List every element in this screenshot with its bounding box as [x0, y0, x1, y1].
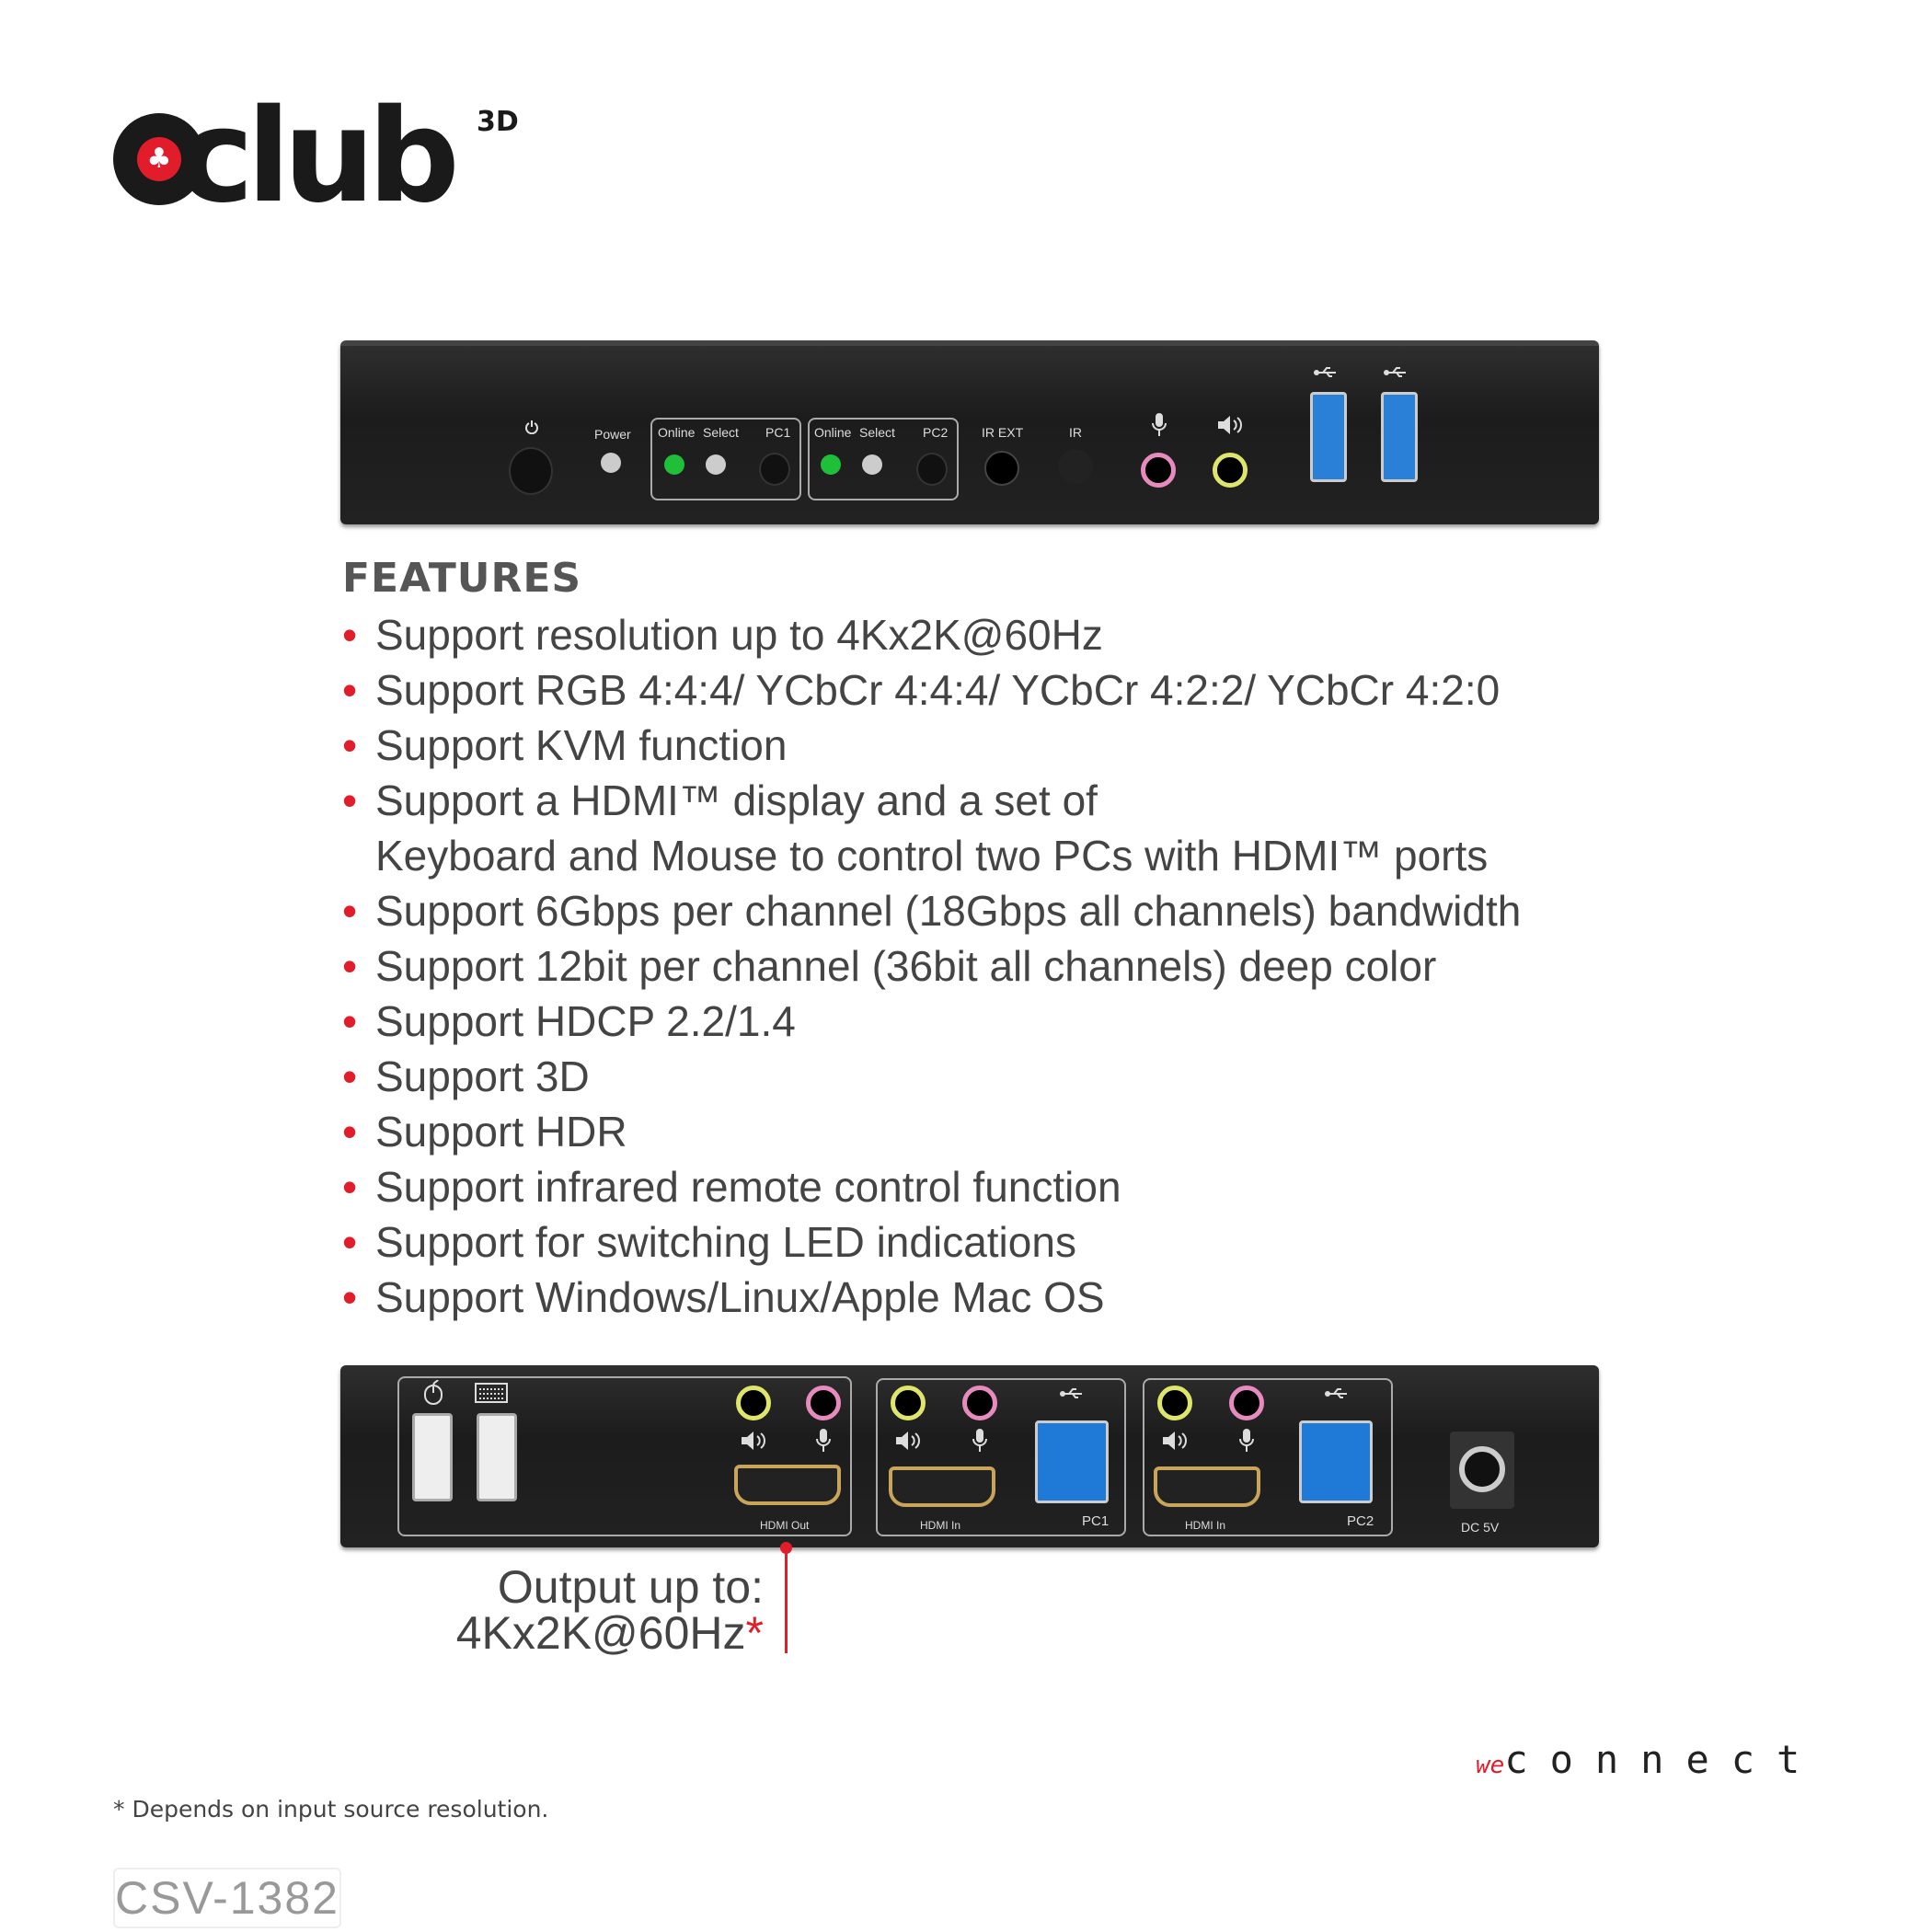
- microphone-icon: [1152, 413, 1167, 436]
- online-led: [664, 454, 684, 475]
- usb-icon: [1384, 367, 1406, 377]
- ir-sensor: [1058, 449, 1093, 484]
- pc2-group: [1143, 1378, 1393, 1536]
- usb-keyboard-port: [477, 1413, 517, 1501]
- hdmi-out-group: [397, 1376, 852, 1536]
- feature-item: Support RGB 4:4:4/ YCbCr 4:4:4/ YCbCr 4:…: [342, 662, 1906, 718]
- ir-ext-jack: [984, 451, 1019, 486]
- feature-item: Support Windows/Linux/Apple Mac OS: [342, 1270, 1906, 1325]
- pc1-group: [650, 418, 801, 500]
- usb-icon: [1325, 1388, 1347, 1398]
- speaker-icon: [1218, 416, 1242, 434]
- features-heading: FEATURES: [342, 555, 582, 602]
- mic-jack: [1229, 1386, 1264, 1420]
- speaker-icon: [742, 1432, 765, 1450]
- usb-icon: [1314, 367, 1336, 377]
- feature-item: Keyboard and Mouse to control two PCs wi…: [375, 832, 1489, 880]
- feature-item: Support 12bit per channel (36bit all cha…: [342, 938, 1906, 994]
- audio-jack: [1213, 453, 1248, 488]
- hdmi-in-port: [889, 1466, 995, 1507]
- mouse-icon: [424, 1380, 443, 1405]
- speaker-icon: [1163, 1432, 1187, 1450]
- select-led: [706, 454, 726, 475]
- online-led: [821, 454, 841, 475]
- usb-a-port: [1381, 392, 1418, 482]
- audio-jack: [891, 1386, 926, 1420]
- hdmi-in-port: [1154, 1466, 1260, 1507]
- usb-mouse-port: [412, 1413, 453, 1501]
- usb-b-port: [1299, 1420, 1373, 1503]
- feature-item: Support a HDMI™ display and a set of: [342, 773, 1906, 828]
- feature-item: Support 3D: [342, 1049, 1906, 1104]
- club-icon: ♣: [113, 113, 205, 205]
- club3d-logo: ♣ club 3D: [113, 93, 519, 222]
- mic-jack: [1141, 453, 1176, 488]
- usb-icon: [1060, 1388, 1082, 1398]
- product-sku: CSV-1382: [113, 1868, 341, 1928]
- usb-a-port: [1310, 392, 1347, 482]
- audio-jack: [1157, 1386, 1192, 1420]
- select-led: [862, 454, 882, 475]
- pc1-group: [876, 1378, 1126, 1536]
- mic-jack: [806, 1386, 841, 1420]
- feature-item: Support for switching LED indications: [342, 1214, 1906, 1270]
- feature-item: Support resolution up to 4Kx2K@60Hz: [342, 607, 1906, 662]
- microphone-icon: [1239, 1429, 1254, 1452]
- footnote: * Depends on input source resolution.: [113, 1796, 549, 1823]
- keyboard-icon: [475, 1383, 508, 1403]
- audio-out-jack: [736, 1386, 771, 1420]
- front-panel-image: Power Online Select PC1 Online Select PC…: [340, 340, 1599, 524]
- back-panel-image: HDMI Out HDMI In PC1 HDMI In PC2 DC 5V: [340, 1365, 1599, 1547]
- hdmi-out-port: [734, 1465, 841, 1505]
- feature-item: Support HDCP 2.2/1.4: [342, 994, 1906, 1049]
- mic-jack: [962, 1386, 997, 1420]
- weconnect-logo: weconnect: [1476, 1737, 1823, 1782]
- feature-item: Support KVM function: [342, 718, 1906, 773]
- feature-item: Support HDR: [342, 1104, 1906, 1159]
- microphone-icon: [816, 1429, 831, 1452]
- power-button: [509, 447, 553, 495]
- feature-item: Support 6Gbps per channel (18Gbps all ch…: [342, 883, 1906, 938]
- features-section: FEATURES Support resolution up to 4Kx2K@…: [342, 554, 1906, 1325]
- usb-b-port: [1035, 1420, 1109, 1503]
- speaker-icon: [896, 1432, 920, 1450]
- microphone-icon: [972, 1429, 987, 1452]
- dc-jack: [1450, 1432, 1514, 1509]
- pc2-button: [916, 453, 948, 486]
- pc2-group: [808, 418, 959, 500]
- power-led: [601, 453, 621, 473]
- power-icon: [525, 420, 538, 434]
- callout-line: [785, 1547, 788, 1653]
- feature-item: Support infrared remote control function: [342, 1159, 1906, 1214]
- pc1-button: [759, 453, 790, 486]
- output-callout: Output up to: 4Kx2K@60Hz*: [455, 1561, 764, 1659]
